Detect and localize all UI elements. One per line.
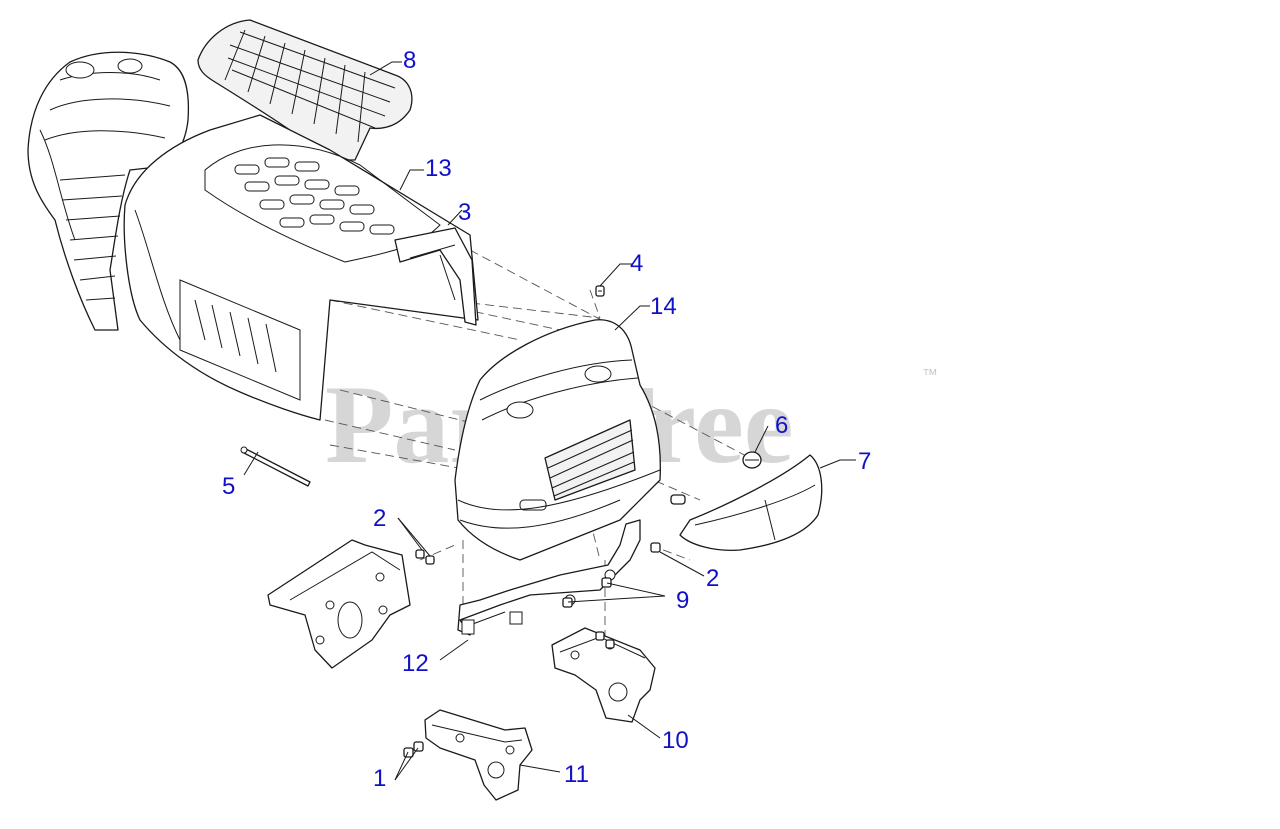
callout-4: 4 xyxy=(630,250,643,277)
hood xyxy=(123,114,479,421)
callout-7: 7 xyxy=(858,448,871,475)
bolts-2-left xyxy=(415,549,435,565)
watermark-trademark: ™ xyxy=(922,367,938,384)
callout-10: 10 xyxy=(662,727,689,754)
right-axle-bracket xyxy=(551,627,656,723)
leader-lines xyxy=(243,61,856,781)
callout-13: 13 xyxy=(425,155,452,182)
cable-tie xyxy=(240,446,311,487)
bolts-2-right xyxy=(650,542,661,553)
callout-5: 5 xyxy=(222,473,235,500)
screw-4 xyxy=(595,285,605,297)
hood-bracket xyxy=(394,227,477,326)
callout-14: 14 xyxy=(650,293,677,320)
callout-1: 1 xyxy=(373,765,386,792)
bolt-bumper xyxy=(670,494,686,505)
callout-9: 9 xyxy=(676,587,689,614)
callout-12: 12 xyxy=(402,650,429,677)
left-mount-plate xyxy=(267,539,411,669)
callout-2-right: 2 xyxy=(706,565,719,592)
callout-3: 3 xyxy=(458,199,471,226)
front-bumper xyxy=(679,454,823,551)
callout-2-left: 2 xyxy=(373,505,386,532)
callouts: 8 13 3 4 14 6 7 5 2 2 9 12 10 1 11 xyxy=(222,47,871,792)
callout-11: 11 xyxy=(564,761,589,788)
hood-grille-insert xyxy=(197,19,413,161)
fastener-6 xyxy=(742,451,762,469)
callout-6: 6 xyxy=(775,412,788,439)
callout-8: 8 xyxy=(403,47,416,74)
front-nose xyxy=(454,319,661,561)
bolts-9 xyxy=(562,577,612,608)
left-axle-bracket xyxy=(424,709,533,801)
